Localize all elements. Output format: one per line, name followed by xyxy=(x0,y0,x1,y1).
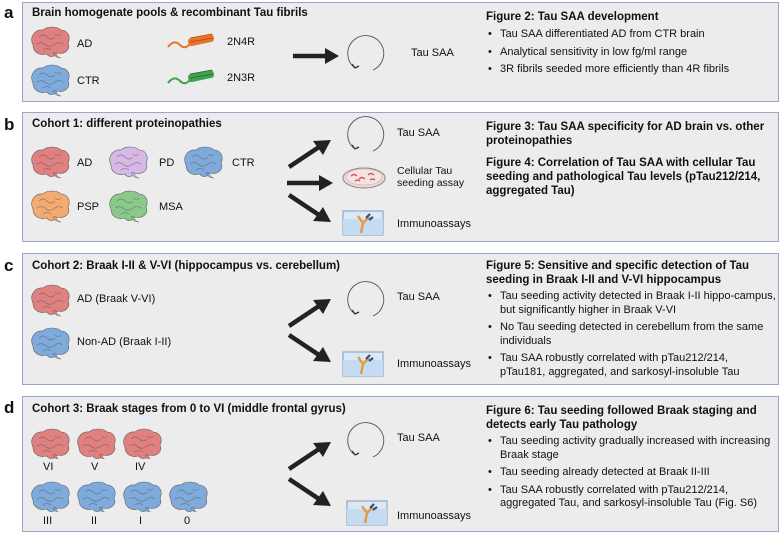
brain-label: PSP xyxy=(77,201,100,213)
fibril-2n4r-icon xyxy=(167,33,214,49)
assay-label: Tau SAA xyxy=(397,127,440,139)
finding: Tau seeding already detected at Braak II… xyxy=(486,466,776,480)
brain-ad-icon xyxy=(31,284,70,317)
figure-title: Figure 5: Sensitive and specific detecti… xyxy=(486,260,750,286)
assay-label: Cellular Tau seeding assay xyxy=(397,165,465,189)
brain-label: CTR xyxy=(77,75,100,87)
brain-braak-iii-icon xyxy=(31,481,70,512)
panel-d-title: Cohort 3: Braak stages from 0 to VI (mid… xyxy=(32,403,346,415)
arrow-up-right-icon xyxy=(285,439,335,473)
brain-label: IV xyxy=(135,461,146,473)
assay-label: Tau SAA xyxy=(397,432,440,444)
finding: Tau seeding activity gradually increased… xyxy=(486,435,776,462)
saa-curve-icon xyxy=(347,115,385,152)
assay-label: Tau SAA xyxy=(411,47,454,59)
arrow-down-right-icon xyxy=(285,191,335,225)
brain-braak-i-icon xyxy=(123,481,162,512)
saa-curve-icon xyxy=(347,421,385,458)
brain-ad-icon xyxy=(31,26,70,59)
finding: No Tau seeding detected in cerebellum fr… xyxy=(486,321,776,348)
brain-label: V xyxy=(91,461,99,473)
assay-label: Immunoassays xyxy=(397,358,471,370)
panel-c-letter: c xyxy=(4,256,14,275)
brain-label: PD xyxy=(159,157,175,169)
arrow-up-right-icon xyxy=(285,137,335,171)
arrow-right-icon xyxy=(291,46,341,66)
petri-dish-icon xyxy=(342,167,386,189)
immunoassay-well-icon xyxy=(341,350,385,378)
findings-list: Tau SAA differentiated AD from CTR brain… xyxy=(486,28,776,81)
brain-label: AD (Braak V-VI) xyxy=(77,293,156,305)
assay-label: Immunoassays xyxy=(397,510,471,522)
brain-braak-iv-icon xyxy=(123,428,162,459)
brain-ctr-icon xyxy=(184,146,223,179)
figure-title: Figure 6: Tau seeding followed Braak sta… xyxy=(486,405,757,431)
brain-label: I xyxy=(139,515,143,527)
panel-a-letter: a xyxy=(4,3,14,22)
saa-curve-icon xyxy=(347,34,385,71)
findings-list: Tau seeding activity detected in Braak I… xyxy=(486,290,776,383)
brain-braak-0-icon xyxy=(169,481,208,512)
assay-label: Immunoassays xyxy=(397,218,471,230)
brain-label: AD xyxy=(77,157,93,169)
panel-b: Cohort 1: different proteinopathies AD P… xyxy=(22,112,779,242)
finding: Tau SAA robustly correlated with pTau212… xyxy=(486,352,776,379)
brain-label: II xyxy=(91,515,98,527)
figure-title: Figure 2: Tau SAA development xyxy=(486,11,659,23)
fibril-label: 2N3R xyxy=(227,72,256,84)
brain-ad-icon xyxy=(31,146,70,179)
brain-nonad-icon xyxy=(31,327,70,360)
brain-msa-icon xyxy=(109,190,148,223)
finding: 3R fibrils seeded more efficiently than … xyxy=(486,63,776,77)
brain-label: CTR xyxy=(232,157,255,169)
figure-title-secondary: Figure 4: Correlation of Tau SAA with ce… xyxy=(486,157,761,197)
brain-label: MSA xyxy=(159,201,183,213)
panel-d-letter: d xyxy=(4,398,15,417)
brain-label: AD xyxy=(77,38,93,50)
panel-a-title: Brain homogenate pools & recombinant Tau… xyxy=(32,7,308,19)
brain-label: III xyxy=(43,515,53,527)
arrow-down-right-icon xyxy=(285,331,335,365)
brain-braak-ii-icon xyxy=(77,481,116,512)
brain-psp-icon xyxy=(31,190,70,223)
brain-label: VI xyxy=(43,461,54,473)
findings-list: Tau seeding activity gradually increased… xyxy=(486,435,776,515)
panel-a: Brain homogenate pools & recombinant Tau… xyxy=(22,2,779,102)
panel-d: Cohort 3: Braak stages from 0 to VI (mid… xyxy=(22,396,779,532)
finding: Analytical sensitivity in low fg/ml rang… xyxy=(486,46,776,60)
assay-label: Tau SAA xyxy=(397,291,440,303)
fibril-label: 2N4R xyxy=(227,36,256,48)
panel-c-title: Cohort 2: Braak I-II & V-VI (hippocampus… xyxy=(32,260,341,272)
arrow-up-right-icon xyxy=(285,296,335,330)
panel-b-letter: b xyxy=(4,115,15,134)
arrow-right-icon xyxy=(285,173,335,193)
fibril-2n3r-icon xyxy=(167,69,214,85)
panel-b-title: Cohort 1: different proteinopathies xyxy=(32,118,222,130)
saa-curve-icon xyxy=(347,280,385,317)
brain-pd-icon xyxy=(109,146,148,179)
brain-ctr-icon xyxy=(31,64,70,97)
finding: Tau SAA robustly correlated with pTau212… xyxy=(486,484,776,511)
immunoassay-well-icon xyxy=(345,499,389,527)
brain-braak-v-icon xyxy=(77,428,116,459)
arrow-down-right-icon xyxy=(285,475,335,509)
immunoassay-well-icon xyxy=(341,209,385,237)
figure-title: Figure 3: Tau SAA specificity for AD bra… xyxy=(486,121,765,147)
brain-braak-vi-icon xyxy=(31,428,70,459)
brain-label: 0 xyxy=(184,515,191,527)
finding: Tau SAA differentiated AD from CTR brain xyxy=(486,28,776,42)
brain-label: Non-AD (Braak I-II) xyxy=(77,336,172,348)
panel-c: Cohort 2: Braak I-II & V-VI (hippocampus… xyxy=(22,253,779,385)
finding: Tau seeding activity detected in Braak I… xyxy=(486,290,776,317)
